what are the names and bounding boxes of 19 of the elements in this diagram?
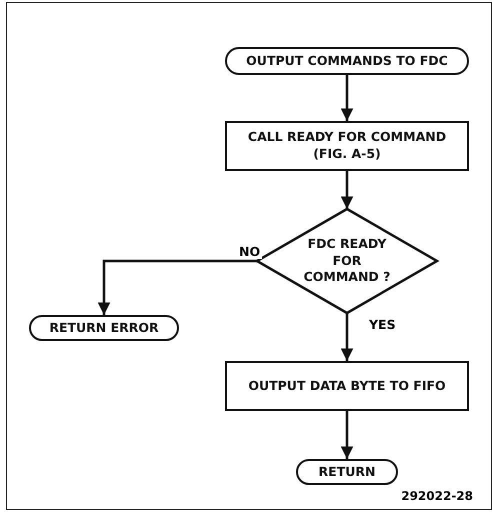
node-text: FDC READY FOR COMMAND ? xyxy=(302,236,392,286)
node-text: OUTPUT DATA BYTE TO FIFO xyxy=(248,378,446,394)
edge-label: YES xyxy=(367,317,398,332)
arrow xyxy=(340,313,354,361)
terminal-box xyxy=(29,315,179,341)
arrow xyxy=(340,171,354,209)
figure-number: 292022-28 xyxy=(401,489,473,503)
node-text: RETURN xyxy=(318,464,376,480)
process-box xyxy=(225,361,469,411)
arrow xyxy=(340,411,354,459)
edge-label: NO xyxy=(237,244,262,259)
terminal-box xyxy=(225,47,469,75)
node-text: OUTPUT COMMANDS TO FDC xyxy=(246,52,448,70)
node-text: CALL READY FOR COMMAND (FIG. A-5) xyxy=(246,129,448,163)
arrow xyxy=(340,75,354,121)
node-text: RETURN ERROR xyxy=(49,320,159,336)
process-box xyxy=(225,121,469,171)
terminal-box xyxy=(296,459,398,485)
arrow xyxy=(98,260,257,315)
